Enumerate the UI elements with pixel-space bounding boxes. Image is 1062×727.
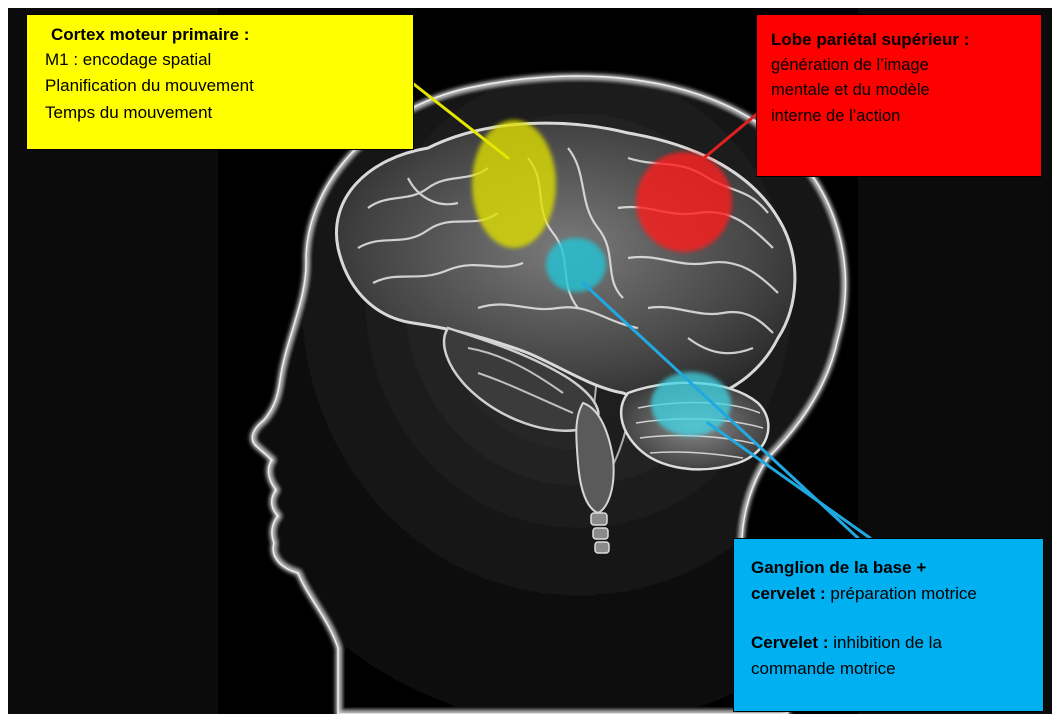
basal-ganglia-region bbox=[546, 238, 606, 292]
basal-ganglia-paragraph: Ganglion de la base + cervelet : prépara… bbox=[751, 555, 1033, 608]
parietal-lobe-title: Lobe pariétal supérieur : bbox=[771, 28, 1029, 53]
basal-ganglia-text: préparation motrice bbox=[826, 584, 977, 603]
parietal-lobe-line-2: mentale et du modèle bbox=[771, 78, 1029, 104]
parietal-lobe-label: Lobe pariétal supérieur : génération de … bbox=[756, 14, 1042, 177]
cerebellum-text-1: inhibition de la bbox=[828, 633, 941, 652]
basal-ganglia-title-2: cervelet : bbox=[751, 584, 826, 603]
basal-ganglia-title: Ganglion de la base + bbox=[751, 558, 926, 577]
diagram-canvas: Cortex moteur primaire : M1 : encodage s… bbox=[8, 8, 1052, 714]
motor-cortex-line-1: M1 : encodage spatial bbox=[45, 47, 401, 73]
motor-cortex-title: Cortex moteur primaire : bbox=[51, 24, 401, 47]
parietal-lobe-line-1: génération de l’image bbox=[771, 53, 1029, 79]
parietal-lobe-line-3: interne de l’action bbox=[771, 104, 1029, 130]
motor-cortex-line-2: Planification du mouvement bbox=[45, 73, 401, 99]
basal-ganglia-label: Ganglion de la base + cervelet : prépara… bbox=[733, 538, 1044, 712]
motor-cortex-line-3: Temps du mouvement bbox=[45, 100, 401, 126]
cerebellum-text-2: commande motrice bbox=[751, 659, 896, 678]
parietal-lobe-region bbox=[636, 152, 732, 252]
cerebellum-title: Cervelet : bbox=[751, 633, 828, 652]
cerebellum-paragraph: Cervelet : inhibition de la commande mot… bbox=[751, 630, 1033, 683]
motor-cortex-label: Cortex moteur primaire : M1 : encodage s… bbox=[26, 14, 414, 150]
